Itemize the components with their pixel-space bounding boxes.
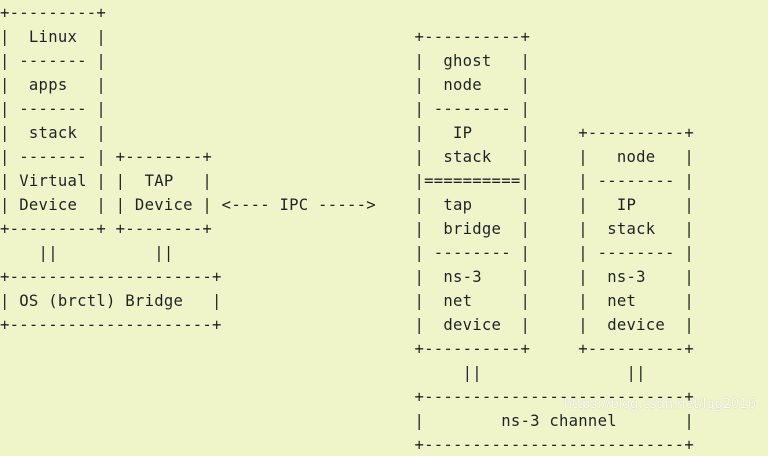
diagram-line: +---------------------+ | ns-3 | | ns-3 … [0,268,694,286]
diagram-line: | ns-3 channel | [0,412,694,430]
diagram-line: +---------+ +--------+ | bridge | | stac… [0,220,694,238]
diagram-line: +---------------------------+ [0,388,694,406]
diagram-line: | Virtual | | TAP | |==========| | -----… [0,172,694,190]
diagram-line: | ------- | +--------+ | stack | | node … [0,148,694,166]
ascii-network-diagram: +---------+ | Linux | +----------+ | -----… [0,4,694,454]
diagram-line: +---------------------------+ [0,436,694,454]
diagram-line: | apps | | node | [0,76,531,94]
diagram-line: || || [0,364,646,382]
diagram-line: | OS (brctl) Bridge | | net | | net | [0,292,694,310]
diagram-line: | ------- | | ghost | [0,52,531,70]
diagram-line: +---------+ [0,4,107,22]
diagram-line: || || | -------- | | -------- | [0,244,694,262]
diagram-line: +---------------------+ | device | | dev… [0,316,694,334]
diagram-line: | Device | | Device | <---- IPC -----> |… [0,196,694,214]
diagram-line: | stack | | IP | +----------+ [0,124,694,142]
watermark-text: https://blog.csdn.net/lqg2016 [563,397,756,412]
diagram-line: | Linux | +----------+ [0,28,531,46]
diagram-line: | ------- | | -------- | [0,100,531,118]
diagram-line: +----------+ +----------+ [0,340,694,358]
